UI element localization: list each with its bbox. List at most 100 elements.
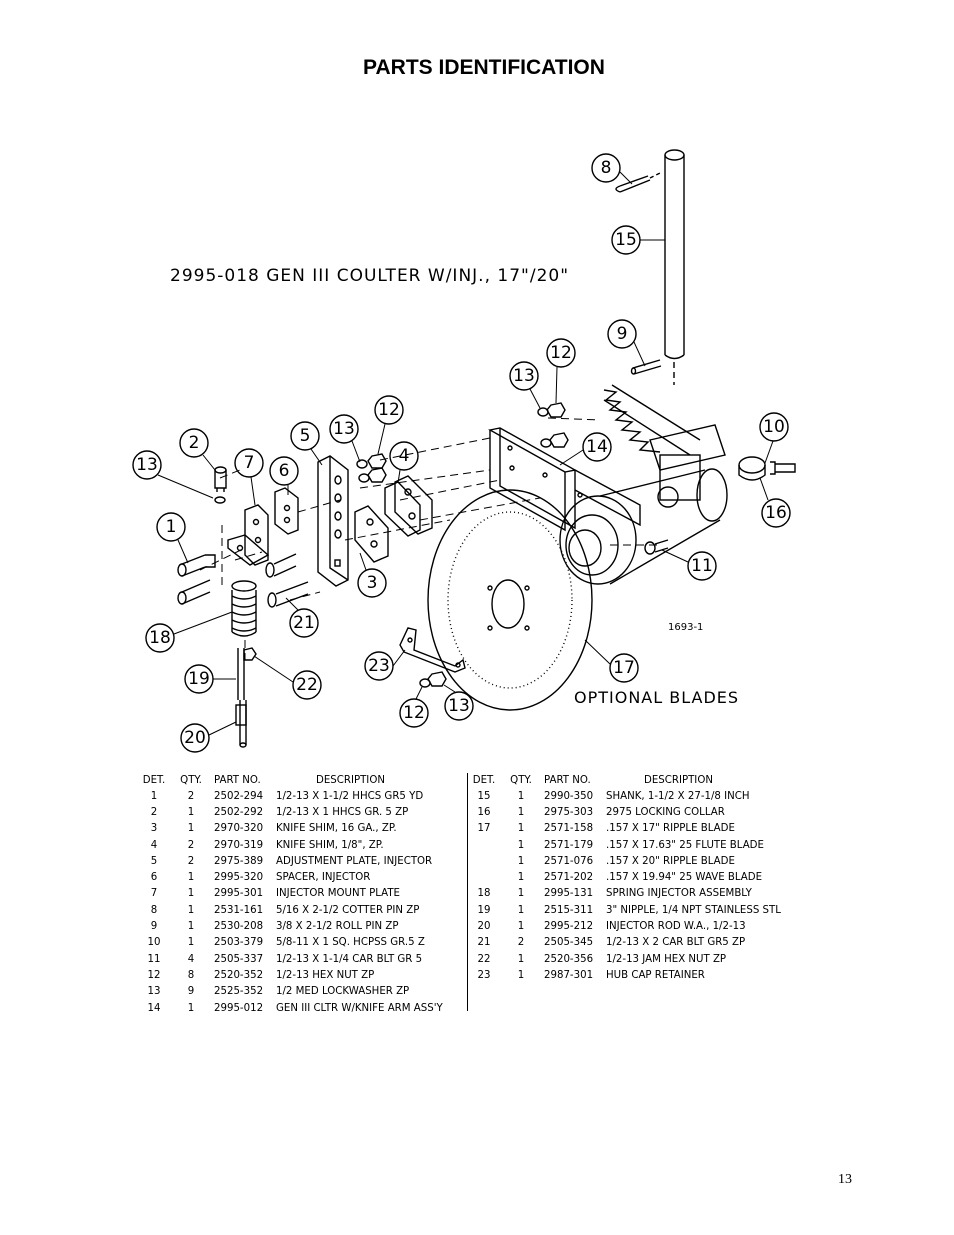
cell-part-no: 2515-311 bbox=[544, 904, 594, 916]
cell-det bbox=[470, 853, 498, 869]
table-row: 10 1 2503-379 5/8-11 X 1 SQ. HCPSS GR.5 Z bbox=[140, 935, 443, 951]
cell-description: 1/2-13 X 1 HHCS GR. 5 ZP bbox=[276, 806, 409, 818]
coulter-blade-part bbox=[427, 489, 593, 711]
callout-label: 11 bbox=[691, 556, 713, 576]
cell-det: 3 bbox=[150, 823, 158, 835]
callout-label: 23 bbox=[368, 656, 390, 676]
cell-description: .157 X 17" RIPPLE BLADE bbox=[606, 823, 735, 835]
cell-det: 17 bbox=[477, 823, 491, 835]
cell-det: 11 bbox=[147, 953, 161, 965]
cell-qty: 1 bbox=[517, 872, 525, 884]
cell-qty: 1 bbox=[187, 1002, 195, 1014]
cell-qty: 1 bbox=[187, 937, 195, 949]
cell-description: 1/2-13 JAM HEX NUT ZP bbox=[606, 953, 727, 965]
cell-description: SHANK, 1-1/2 X 27-1/8 INCH bbox=[606, 790, 750, 802]
cell-description: 3/8 X 2-1/2 ROLL PIN ZP bbox=[276, 921, 399, 933]
callout-label: 7 bbox=[243, 453, 255, 473]
cell-det: 22 bbox=[477, 953, 491, 965]
cell-description: 1/2 MED LOCKWASHER ZP bbox=[276, 986, 410, 998]
callout-label: 20 bbox=[184, 728, 206, 748]
cell-det: 2 bbox=[150, 806, 158, 818]
cell-part-no: 2503-379 bbox=[214, 937, 264, 949]
cell-description: 1/2-13 X 1-1/4 CAR BLT GR 5 bbox=[276, 953, 423, 965]
callout-label: 12 bbox=[403, 703, 425, 723]
cell-part-no: 2530-208 bbox=[214, 921, 264, 933]
spacer-part bbox=[274, 487, 299, 535]
cell-part-no: 2995-320 bbox=[214, 872, 264, 884]
callout-label: 14 bbox=[586, 437, 608, 457]
cell-part-no: 2975-303 bbox=[544, 806, 594, 818]
callout-label: 16 bbox=[765, 503, 787, 523]
cell-part-no: 2975-389 bbox=[214, 855, 264, 867]
cell-det: 10 bbox=[147, 937, 161, 949]
cell-part-no: 2571-202 bbox=[544, 872, 594, 884]
header-part-no: PART NO. bbox=[214, 775, 261, 786]
cell-description: SPRING INJECTOR ASSEMBLY bbox=[606, 888, 752, 900]
cell-part-no: 2571-076 bbox=[544, 855, 594, 867]
cell-det: 8 bbox=[150, 904, 158, 916]
cell-qty: 1 bbox=[517, 823, 525, 835]
callout-label: 21 bbox=[293, 613, 315, 633]
header-part-no: PART NO. bbox=[544, 775, 591, 786]
callout-label: 17 bbox=[613, 658, 635, 678]
cell-det: 7 bbox=[150, 888, 158, 900]
cell-det: 14 bbox=[147, 1002, 161, 1014]
cell-det: 5 bbox=[150, 855, 158, 867]
callout-label: 9 bbox=[616, 324, 628, 344]
cell-part-no: 2505-337 bbox=[214, 953, 264, 965]
assembly-title: 2995-018 GEN III COULTER W/INJ., 17"/20" bbox=[170, 266, 570, 286]
cell-part-no: 2571-179 bbox=[544, 839, 594, 851]
callout-label: 22 bbox=[296, 675, 318, 695]
cell-qty: 2 bbox=[517, 937, 525, 949]
cell-qty: 2 bbox=[187, 839, 195, 851]
header-qty: QTY. bbox=[180, 775, 202, 786]
cell-qty: 1 bbox=[517, 790, 525, 802]
cell-qty: 1 bbox=[187, 823, 195, 835]
cell-part-no: 2987-301 bbox=[544, 969, 594, 981]
cell-description: 3" NIPPLE, 1/4 NPT STAINLESS STL bbox=[606, 904, 781, 916]
callout-label: 18 bbox=[149, 628, 171, 648]
knife-shim-parts bbox=[354, 475, 433, 563]
cell-part-no: 2505-345 bbox=[544, 937, 594, 949]
injector-rod-part bbox=[235, 647, 257, 748]
cell-description: 1/2-13 X 1-1/2 HHCS GR5 YD bbox=[276, 790, 424, 802]
cell-description: .157 X 20" RIPPLE BLADE bbox=[606, 855, 735, 867]
cell-description: KNIFE SHIM, 1/8", ZP. bbox=[276, 839, 384, 851]
cell-det: 19 bbox=[477, 904, 491, 916]
cell-part-no: 2995-012 bbox=[214, 1002, 264, 1014]
cell-det: 15 bbox=[477, 790, 491, 802]
cell-qty: 1 bbox=[187, 921, 195, 933]
cotter-pin-part bbox=[615, 171, 663, 193]
arm-spring bbox=[603, 384, 701, 456]
roll-pin-part bbox=[630, 359, 662, 375]
table-divider bbox=[467, 773, 468, 1011]
cell-det: 16 bbox=[477, 806, 491, 818]
cell-det: 13 bbox=[147, 986, 161, 998]
nut-washer-group-upper bbox=[537, 402, 569, 448]
page-title: PARTS IDENTIFICATION bbox=[363, 56, 605, 79]
cell-description: 5/8-11 X 1 SQ. HCPSS GR.5 Z bbox=[276, 937, 425, 949]
callout-label: 12 bbox=[378, 400, 400, 420]
callout-label: 12 bbox=[550, 343, 572, 363]
hub-casting bbox=[559, 424, 728, 585]
cell-qty: 1 bbox=[187, 888, 195, 900]
callout-label: 13 bbox=[448, 696, 470, 716]
cell-part-no: 2995-212 bbox=[544, 921, 594, 933]
cell-qty: 1 bbox=[517, 953, 525, 965]
cell-part-no: 2995-301 bbox=[214, 888, 264, 900]
cell-qty: 9 bbox=[187, 986, 195, 998]
cell-description: ADJUSTMENT PLATE, INJECTOR bbox=[276, 855, 433, 867]
cell-description: 2975 LOCKING COLLAR bbox=[606, 806, 725, 818]
cell-qty: 4 bbox=[187, 953, 195, 965]
cell-qty: 1 bbox=[517, 855, 525, 867]
